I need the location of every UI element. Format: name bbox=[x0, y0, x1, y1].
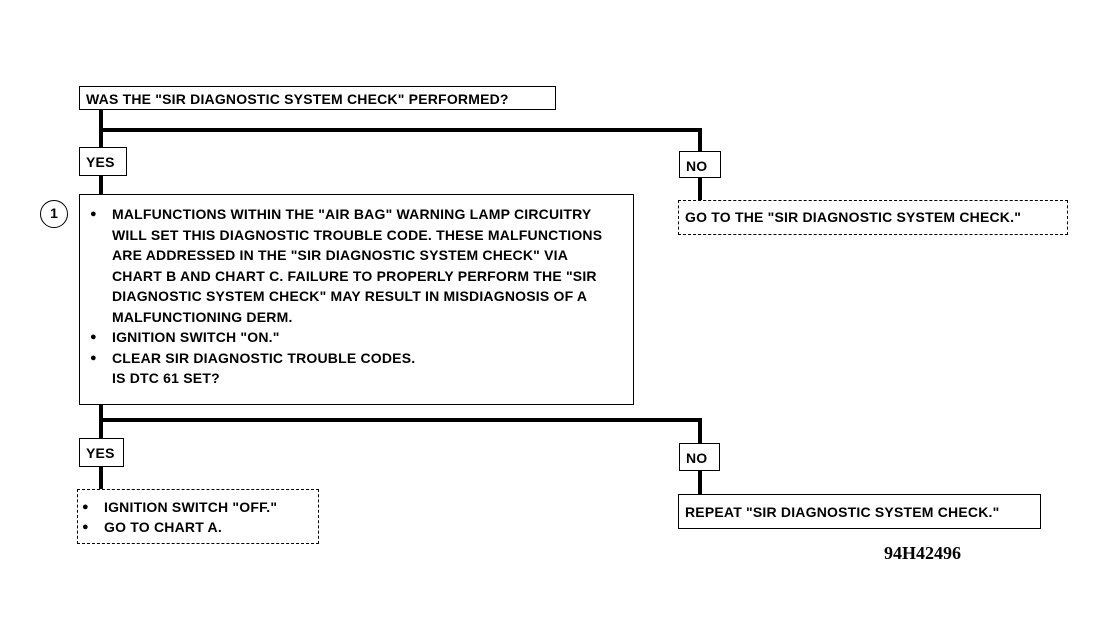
connector-step-branch bbox=[99, 418, 702, 422]
no-label-2-text: NO bbox=[686, 450, 708, 466]
connector-yes1-out bbox=[99, 175, 103, 195]
no-label-1: NO bbox=[679, 151, 721, 178]
no-action-2-box: REPEAT "SIR DIAGNOSTIC SYSTEM CHECK." bbox=[678, 494, 1041, 529]
no-action-1-text: GO TO THE "SIR DIAGNOSTIC SYSTEM CHECK." bbox=[685, 209, 1022, 225]
step-bullet-2: IGNITION SWITCH "ON." bbox=[86, 327, 627, 348]
no-action-1-box: GO TO THE "SIR DIAGNOSTIC SYSTEM CHECK." bbox=[678, 200, 1068, 235]
yes-label-1-text: YES bbox=[86, 154, 115, 170]
step-question: IS DTC 61 SET? bbox=[112, 370, 220, 386]
yes-label-1: YES bbox=[79, 147, 127, 176]
connector-no1-out bbox=[698, 176, 702, 202]
yes-action-2-box: IGNITION SWITCH "OFF." GO TO CHART A. bbox=[77, 489, 319, 544]
yes-action-2-bullet-2: GO TO CHART A. bbox=[78, 517, 312, 537]
step-number-circle: 1 bbox=[40, 200, 68, 228]
no-label-1-text: NO bbox=[686, 158, 708, 174]
step-box: MALFUNCTIONS WITHIN THE "AIR BAG" WARNIN… bbox=[79, 194, 634, 405]
step-bullet-1: MALFUNCTIONS WITHIN THE "AIR BAG" WARNIN… bbox=[86, 204, 627, 327]
yes-action-2-bullet-1: IGNITION SWITCH "OFF." bbox=[78, 497, 312, 517]
step-number: 1 bbox=[50, 205, 58, 221]
no-action-2-text: REPEAT "SIR DIAGNOSTIC SYSTEM CHECK." bbox=[685, 504, 1000, 520]
connector-yes2-out bbox=[99, 465, 103, 491]
no-label-2: NO bbox=[679, 443, 720, 471]
yes-label-2: YES bbox=[79, 438, 124, 467]
connector-q1-branch bbox=[99, 128, 702, 132]
question-text: WAS THE "SIR DIAGNOSTIC SYSTEM CHECK" PE… bbox=[86, 91, 509, 107]
yes-action-2-bullets: IGNITION SWITCH "OFF." GO TO CHART A. bbox=[78, 497, 312, 537]
step-bullets: MALFUNCTIONS WITHIN THE "AIR BAG" WARNIN… bbox=[86, 204, 627, 368]
connector-no1-drop bbox=[698, 128, 702, 152]
step-bullet-3: CLEAR SIR DIAGNOSTIC TROUBLE CODES. bbox=[86, 348, 627, 369]
yes-label-2-text: YES bbox=[86, 445, 115, 461]
connector-no2-out bbox=[698, 470, 702, 496]
figure-id: 94H42496 bbox=[884, 543, 962, 563]
connector-no2-drop bbox=[698, 418, 702, 444]
question-box: WAS THE "SIR DIAGNOSTIC SYSTEM CHECK" PE… bbox=[79, 86, 556, 110]
